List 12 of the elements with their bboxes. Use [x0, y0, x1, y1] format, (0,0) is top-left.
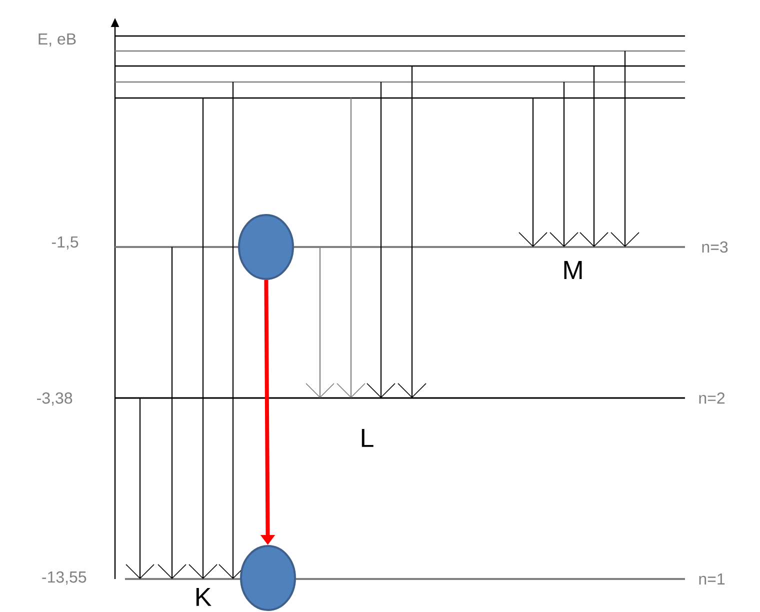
- energy-value: -13,55: [42, 571, 86, 585]
- energy-value: -1,5: [52, 236, 78, 250]
- electron-circle: [240, 545, 296, 611]
- energy-value: -3,38: [37, 392, 72, 406]
- series-label: L: [362, 429, 374, 447]
- series-label: K: [196, 588, 212, 606]
- series-label: M: [564, 261, 582, 279]
- axis-label: E, eВ: [38, 33, 76, 47]
- level-label: n=2: [699, 392, 725, 404]
- level-label: n=1: [699, 573, 725, 584]
- level-label: n=3: [702, 241, 728, 253]
- electron-circle: [238, 214, 294, 280]
